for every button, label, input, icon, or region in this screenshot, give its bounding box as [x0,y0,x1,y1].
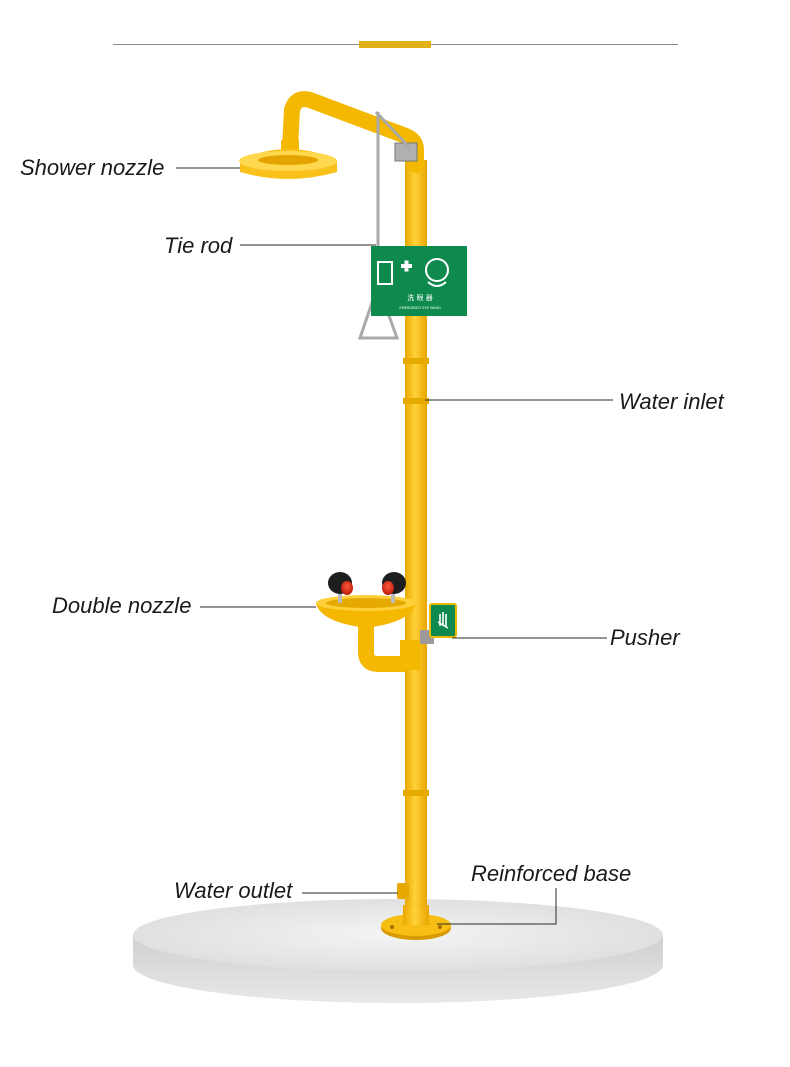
label-water-outlet: Water outlet [174,878,293,903]
pusher-plate [420,603,457,644]
water-outlet [397,883,409,899]
callout-lines [176,167,613,925]
leader-reinforced-base [437,888,557,925]
label-shower-nozzle: Shower nozzle [20,155,165,180]
eyewash-sign: 洗 眼 器 EMERGENCY EYE WASH [371,246,467,316]
label-tie-rod: Tie rod [164,233,233,258]
sign-subtitle: EMERGENCY EYE WASH [399,306,441,310]
label-pusher: Pusher [610,625,680,650]
bowl-support-pipe [358,620,405,672]
sign-title: 洗 眼 器 [407,293,432,302]
label-water-inlet: Water inlet [619,389,724,414]
reinforced-base [381,905,451,940]
label-reinforced-base: Reinforced base [471,861,632,886]
main-pipe [405,160,427,908]
display-platform [133,899,663,1003]
header-accent-bar [359,41,431,48]
eyewash-bowl [316,595,416,628]
double-nozzle [328,572,406,603]
shower-head [239,140,337,179]
label-double-nozzle: Double nozzle [52,593,192,618]
